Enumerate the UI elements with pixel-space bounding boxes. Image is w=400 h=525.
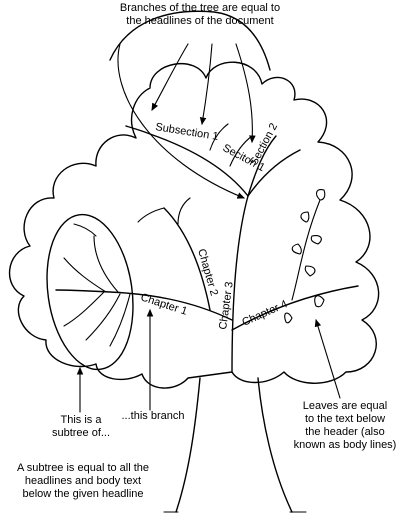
caption-bottom: A subtree is equal to all the headlines … [16, 462, 150, 500]
leaf-6 [314, 295, 325, 308]
leaf-3 [310, 235, 322, 245]
caption-branch: ...this branch [121, 410, 185, 422]
arrow-top-4 [117, 43, 246, 199]
leaf-1 [315, 189, 326, 201]
branch-chapter1 [55, 289, 233, 321]
subtree-twig-5 [109, 293, 131, 347]
leaf-sprig [291, 199, 321, 301]
arrow-top-1 [151, 43, 189, 111]
subtree-twig-1 [93, 235, 119, 293]
leaf-5 [304, 265, 316, 277]
subtree-twig-3 [85, 293, 121, 341]
arrow-top-3 [235, 43, 256, 144]
branch-subsection1 [125, 125, 249, 197]
subtree-ellipse [46, 213, 134, 371]
label-chapter1: Chapter 1 [139, 291, 189, 317]
subtree-twig-2 [63, 257, 107, 293]
branch-chapter2-twig2 [137, 207, 165, 223]
subtree-twig-4 [63, 291, 105, 327]
arrow-top-2 [199, 43, 213, 126]
arrow-leaves [314, 318, 341, 399]
tree-trunk-right [257, 377, 293, 513]
branch-chapter2-twig [177, 197, 191, 225]
branch-chapter2 [163, 207, 211, 311]
branch-chapter3 [231, 135, 277, 373]
caption-top: Branches of the tree are equal to the he… [119, 2, 281, 27]
tree-trunk-left [175, 377, 201, 513]
label-chapter2: Chapter 2 [195, 248, 220, 298]
branch-chapter4 [231, 285, 359, 331]
caption-subtree: This is a subtree of... [51, 414, 111, 439]
leaf-7 [284, 312, 293, 324]
branch-top-arch [109, 10, 271, 71]
label-chapter4: Chapter 4 [240, 298, 289, 329]
branch-section1-twig [209, 123, 229, 151]
branch-section2 [247, 149, 301, 197]
subtree-twig-6 [73, 223, 97, 237]
tree-canopy [8, 61, 380, 389]
caption-leaves: Leaves are equal to the text below the h… [293, 400, 397, 451]
leaf-4 [291, 243, 302, 255]
leaf-2 [300, 211, 310, 223]
